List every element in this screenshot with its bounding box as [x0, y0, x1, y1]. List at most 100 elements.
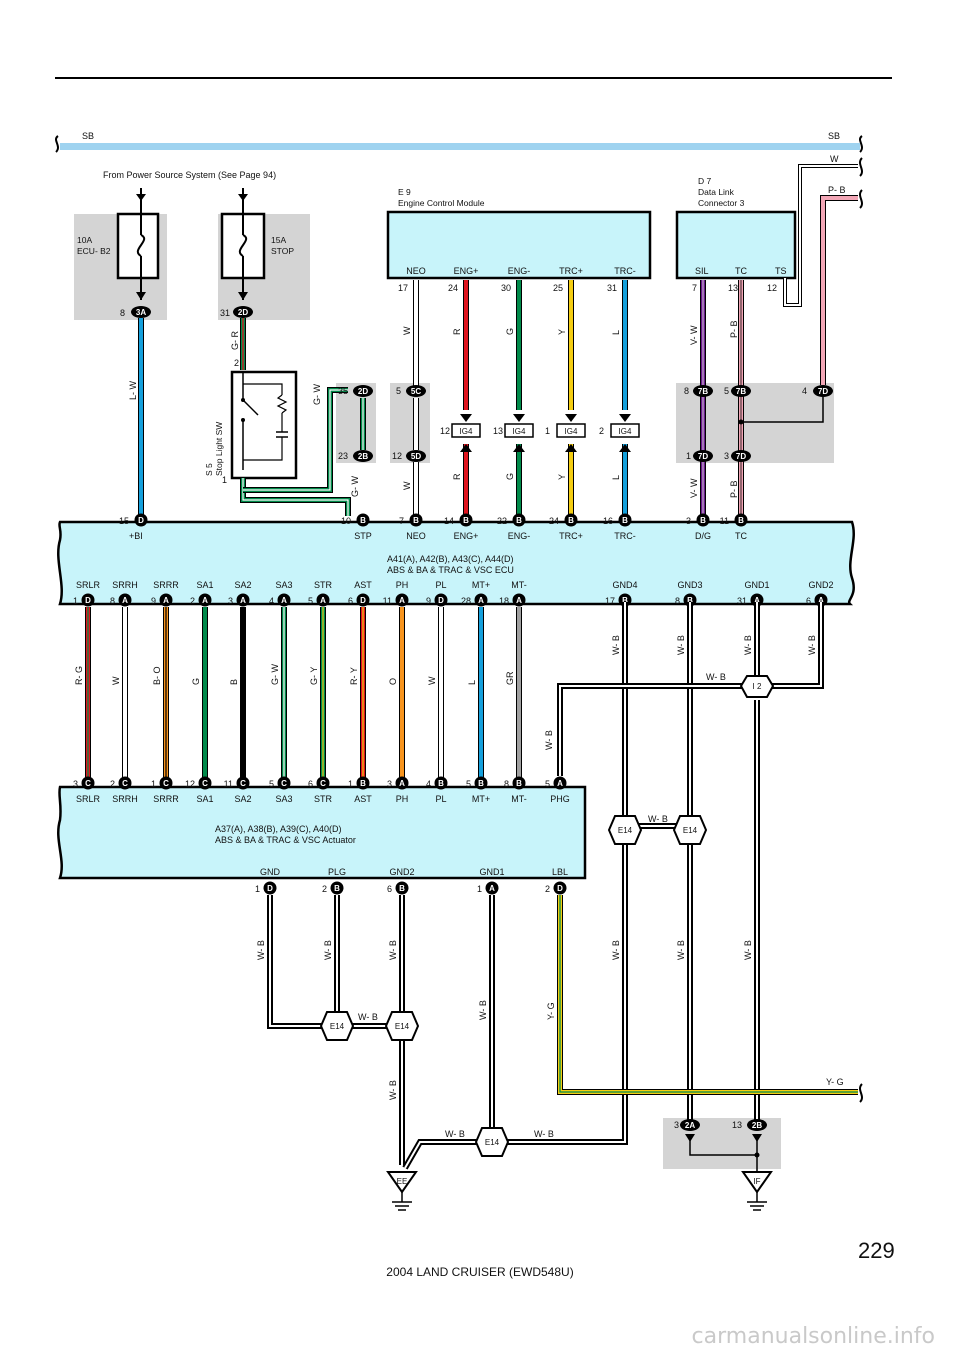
abs-ecu: A41(A), A42(B), A43(C), A44(D) ABS & BA …	[57, 520, 855, 606]
svg-text:35: 35	[338, 386, 348, 396]
actuator-top-pin: 3	[387, 779, 392, 789]
svg-text:A: A	[202, 596, 208, 605]
abs-bottom-terminal-name: SRRR	[153, 580, 179, 590]
actuator-top-pin-tag: C	[198, 776, 212, 790]
actuator-bottom-pin: 2	[545, 884, 550, 894]
actuator-bottom-pin: 1	[477, 884, 482, 894]
actuator-top-pin: 8	[504, 779, 509, 789]
actuator-top-terminal-name: SRRR	[153, 794, 179, 804]
engine-control-module: E 9 Engine Control Module	[386, 187, 652, 280]
svg-text:C: C	[122, 779, 128, 788]
abs-bottom-pin: 6	[806, 596, 811, 606]
wire-label: W	[402, 326, 412, 335]
ig4-connector: IG4	[610, 423, 640, 438]
wire-v-w: V- W V- W	[689, 280, 706, 516]
svg-text:A: A	[818, 596, 824, 605]
svg-text:2B: 2B	[358, 452, 368, 461]
actuator-top-terminal-name: PHG	[550, 794, 570, 804]
abs-bottom-terminal-name: SA1	[196, 580, 213, 590]
splice-e14-5: E14	[474, 1127, 510, 1157]
svg-text:5: 5	[396, 386, 401, 396]
svg-text:A: A	[754, 596, 760, 605]
svg-text:C: C	[281, 779, 287, 788]
wire-label: B- O	[152, 666, 162, 685]
abs-bottom-terminal-name: PL	[435, 580, 446, 590]
svg-text:5: 5	[724, 386, 729, 396]
abs-bottom-pin-tag: A	[236, 593, 250, 607]
abs-bottom-pin-tag: D	[434, 593, 448, 607]
abs-bottom-terminal-name: PH	[396, 580, 409, 590]
wire-label: Y	[557, 329, 567, 335]
abs-top-terminal-name: NEO	[406, 531, 426, 541]
actuator-bottom-terminal-name: PLG	[328, 867, 346, 877]
actuator-top-pin: 6	[308, 779, 313, 789]
junction-7d-link	[741, 397, 824, 423]
svg-text:4: 4	[802, 386, 807, 396]
wire-label: G- Y	[309, 667, 319, 685]
actuator-top-pin: 5	[466, 779, 471, 789]
svg-text:2D: 2D	[238, 308, 248, 317]
abs-bottom-pin-tag: A	[277, 593, 291, 607]
actuator-top-terminal-name: AST	[354, 794, 372, 804]
actuator-bottom-terminal-name: GND2	[389, 867, 414, 877]
abs-bottom-pin: 11	[383, 596, 392, 606]
connector-2d-fuse: 2D	[233, 306, 253, 318]
abs-top-pin-tag: B	[356, 513, 370, 527]
svg-text:A: A	[489, 884, 495, 893]
actuator-bottom-pin-tag: D	[263, 881, 277, 895]
svg-text:D: D	[360, 596, 366, 605]
dlc-id: D 7	[698, 176, 712, 186]
actuator-title1: A37(A), A38(B), A39(C), A40(D)	[215, 824, 342, 834]
abs-bottom-pin-tag: A	[395, 593, 409, 607]
svg-text:W- B: W- B	[807, 635, 817, 655]
watermark: carmanualsonline.info	[692, 1324, 935, 1349]
svg-text:A: A	[399, 596, 405, 605]
svg-text:B: B	[700, 516, 706, 525]
abs-bottom-pin: 2	[190, 596, 195, 606]
svg-text:13: 13	[728, 283, 738, 293]
abs-bottom-terminal-name: GND1	[744, 580, 769, 590]
svg-text:7D: 7D	[736, 452, 746, 461]
ecm-terminal-pin: 17	[398, 283, 408, 293]
actuator-top-pin-tag: C	[81, 776, 95, 790]
abs-top-pin-tag: B	[696, 513, 710, 527]
wire-label: L	[611, 330, 621, 335]
ig4-connector: IG4	[451, 423, 481, 438]
wire-label: W	[111, 676, 121, 685]
wire-label: W	[402, 481, 412, 490]
abs-top-terminal-name: D/G	[695, 531, 711, 541]
junction-5c-5d	[390, 383, 430, 463]
svg-text:7D: 7D	[818, 387, 828, 396]
svg-text:2: 2	[599, 426, 604, 436]
fuse-stop: 15A STOP	[220, 188, 294, 300]
ecm-terminal-pin: 30	[501, 283, 511, 293]
svg-text:E14: E14	[618, 826, 633, 835]
wire-label: R	[452, 328, 462, 335]
svg-text:1: 1	[545, 426, 550, 436]
svg-text:5C: 5C	[411, 387, 421, 396]
svg-text:A: A	[399, 779, 405, 788]
svg-text:W: W	[830, 154, 839, 164]
svg-text:2: 2	[234, 358, 239, 368]
svg-text:W- B: W- B	[706, 672, 726, 682]
svg-text:W- B: W- B	[388, 940, 398, 960]
ecm-terminal-name: NEO	[406, 266, 426, 276]
arrow-icon	[460, 444, 472, 452]
wire-label: L	[467, 680, 477, 685]
abs-bottom-pin-tag: A	[316, 593, 330, 607]
svg-text:W- B: W- B	[478, 1000, 488, 1020]
abs-top-pin: 16	[603, 516, 613, 526]
actuator-bottom-pin-tag: B	[330, 881, 344, 895]
svg-text:D: D	[557, 884, 563, 893]
ecm-terminal-pin: 24	[448, 283, 458, 293]
actuator-top-pin-tag: C	[159, 776, 173, 790]
svg-text:E14: E14	[330, 1022, 345, 1031]
actuator-top-terminal-name: SA2	[234, 794, 251, 804]
fuse-ecu-b2: 10A ECU- B2	[77, 188, 160, 300]
ecm-terminal-name: ENG+	[454, 266, 479, 276]
abs-actuator: A37(A), A38(B), A39(C), A40(D) ABS & BA …	[57, 785, 587, 880]
abs-bottom-terminal-name: SRLR	[76, 580, 101, 590]
abs-bottom-pin: 9	[151, 596, 156, 606]
wire-pb-top: P- B	[820, 185, 863, 385]
